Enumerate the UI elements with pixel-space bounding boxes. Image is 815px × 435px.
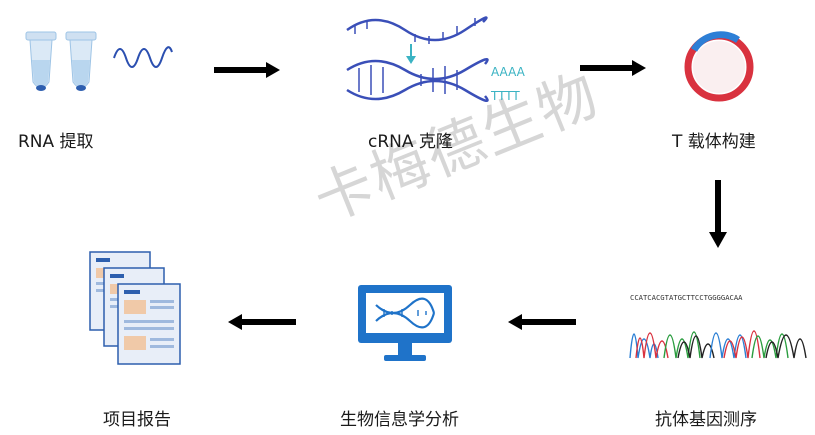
step-label-t-vector: T 载体构建 <box>672 132 756 152</box>
monitor-dna-icon <box>358 285 452 361</box>
step-label-report: 项目报告 <box>103 410 171 430</box>
step-label-sequencing: 抗体基因测序 <box>655 410 757 430</box>
arrow-right-icon <box>214 62 280 78</box>
step-label-crna-cloning: cRNA 克隆 <box>368 132 453 152</box>
plasmid-icon <box>684 31 754 102</box>
arrow-right-icon <box>580 60 646 76</box>
tube-icon <box>25 31 57 91</box>
step-label-rna-extraction: RNA 提取 <box>18 132 94 152</box>
poly-a-tag: AAAA <box>491 65 526 79</box>
document-icon <box>117 283 181 365</box>
wave-icon <box>113 46 173 68</box>
step-label-bioinformatics: 生物信息学分析 <box>340 410 459 430</box>
tube-icon <box>65 31 97 91</box>
arrow-left-icon <box>228 314 296 330</box>
rna-tubes-icon <box>25 31 173 91</box>
arrow-left-icon <box>508 314 576 330</box>
poly-t-tag: TTTT <box>490 89 520 103</box>
sequence-text: CCATCACGTATGCTTCCTGGGGACAA <box>630 293 743 302</box>
arrow-down-icon <box>709 180 727 248</box>
chromatogram-icon: CCATCACGTATGCTTCCTGGGGACAA <box>629 293 807 359</box>
dna-helix-icon: AAAA TTTT <box>346 16 526 103</box>
report-stack-icon <box>89 251 181 365</box>
